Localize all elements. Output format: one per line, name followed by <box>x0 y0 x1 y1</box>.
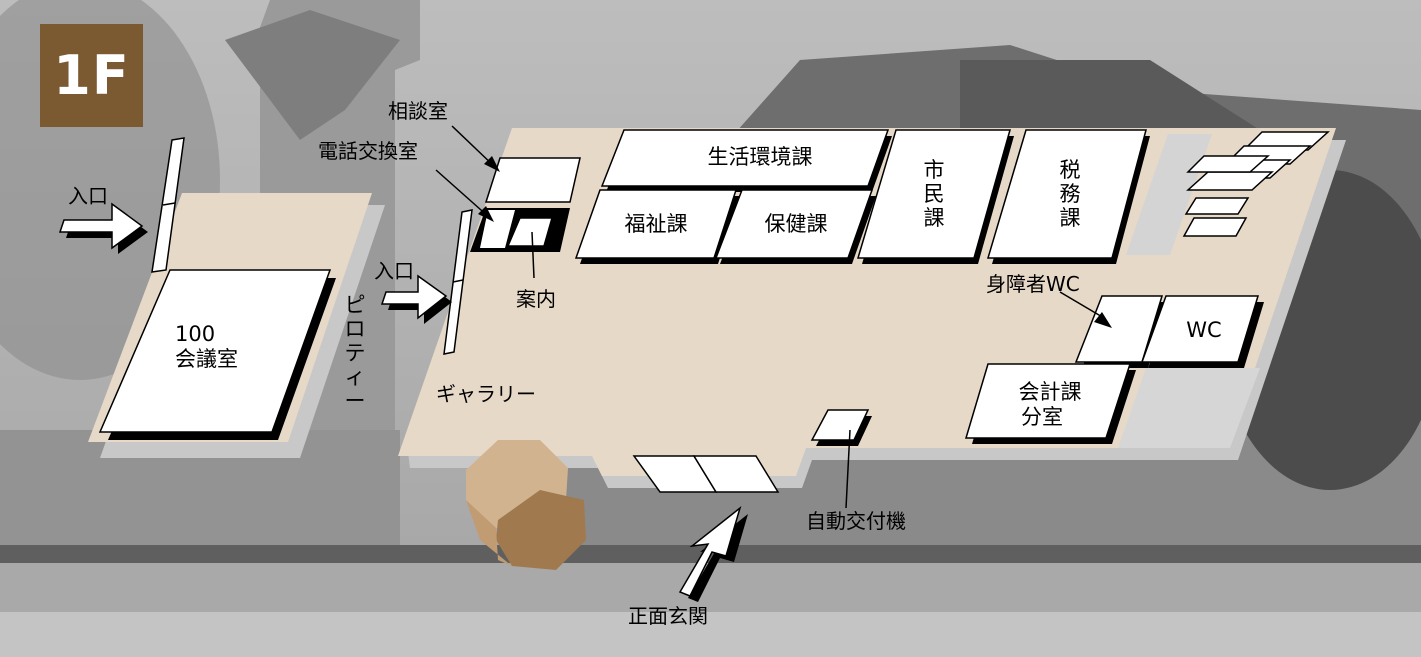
piloti-label: ピロティー <box>344 293 366 413</box>
office-zeimu-label: 税務課 <box>1059 158 1081 230</box>
office-fukushi <box>574 189 738 259</box>
conference-room-name: 会議室 <box>175 347 238 371</box>
right-lower-area <box>1118 368 1260 448</box>
office-hoken <box>714 189 874 259</box>
office-shimin-label: 市民課 <box>923 158 945 230</box>
information-desk <box>506 217 553 247</box>
conference-room-number: 100 <box>175 322 216 346</box>
office-fukushi-label: 福祉課 <box>624 212 688 236</box>
wc-label: WC <box>1186 318 1222 342</box>
conference-room <box>98 269 332 433</box>
accessible-wc-label: 身障者WC <box>986 272 1080 296</box>
floor-label: 1F <box>53 44 130 107</box>
office-zeimu <box>986 129 1147 259</box>
gallery-label: ギャラリー <box>436 382 536 406</box>
entrance-door-left <box>151 137 185 273</box>
entrance-arrow-left <box>58 202 148 254</box>
office-seikatsu <box>600 129 890 187</box>
office-shimin <box>856 129 1011 259</box>
entrance-label-left: 入口 <box>68 184 108 208</box>
entrance-label-mid: 入口 <box>374 259 414 283</box>
pointer-arrowheads <box>478 156 1112 328</box>
office-seikatsu-label: 生活環境課 <box>707 145 813 169</box>
wc-room <box>1140 295 1260 363</box>
accounting-office-line2: 分室 <box>1021 405 1063 429</box>
main-entrance-door-right <box>692 455 780 493</box>
telephone-room-inner <box>480 210 515 248</box>
office-hoken-label: 保健課 <box>764 212 828 236</box>
accounting-office <box>964 363 1132 439</box>
auto-machine-label: 自動交付機 <box>806 509 906 533</box>
telephone-room-label: 電話交換室 <box>318 139 418 163</box>
entrance-door-mid <box>443 209 473 355</box>
main-entrance-label: 正面玄関 <box>628 604 708 628</box>
right-utility-area <box>1126 134 1212 255</box>
main-entrance-arrow <box>678 505 748 602</box>
entrance-arrow-mid <box>380 274 452 324</box>
auto-issuing-machine <box>810 409 870 441</box>
consultation-room-box <box>484 157 581 203</box>
staircase-icon <box>1182 131 1330 237</box>
floor-badge: 1F <box>40 24 143 127</box>
consultation-room-label: 相談室 <box>388 99 448 123</box>
accounting-office-line1: 会計課 <box>1018 380 1082 404</box>
information-label: 案内 <box>516 287 556 311</box>
octagon-pillar <box>466 440 586 570</box>
